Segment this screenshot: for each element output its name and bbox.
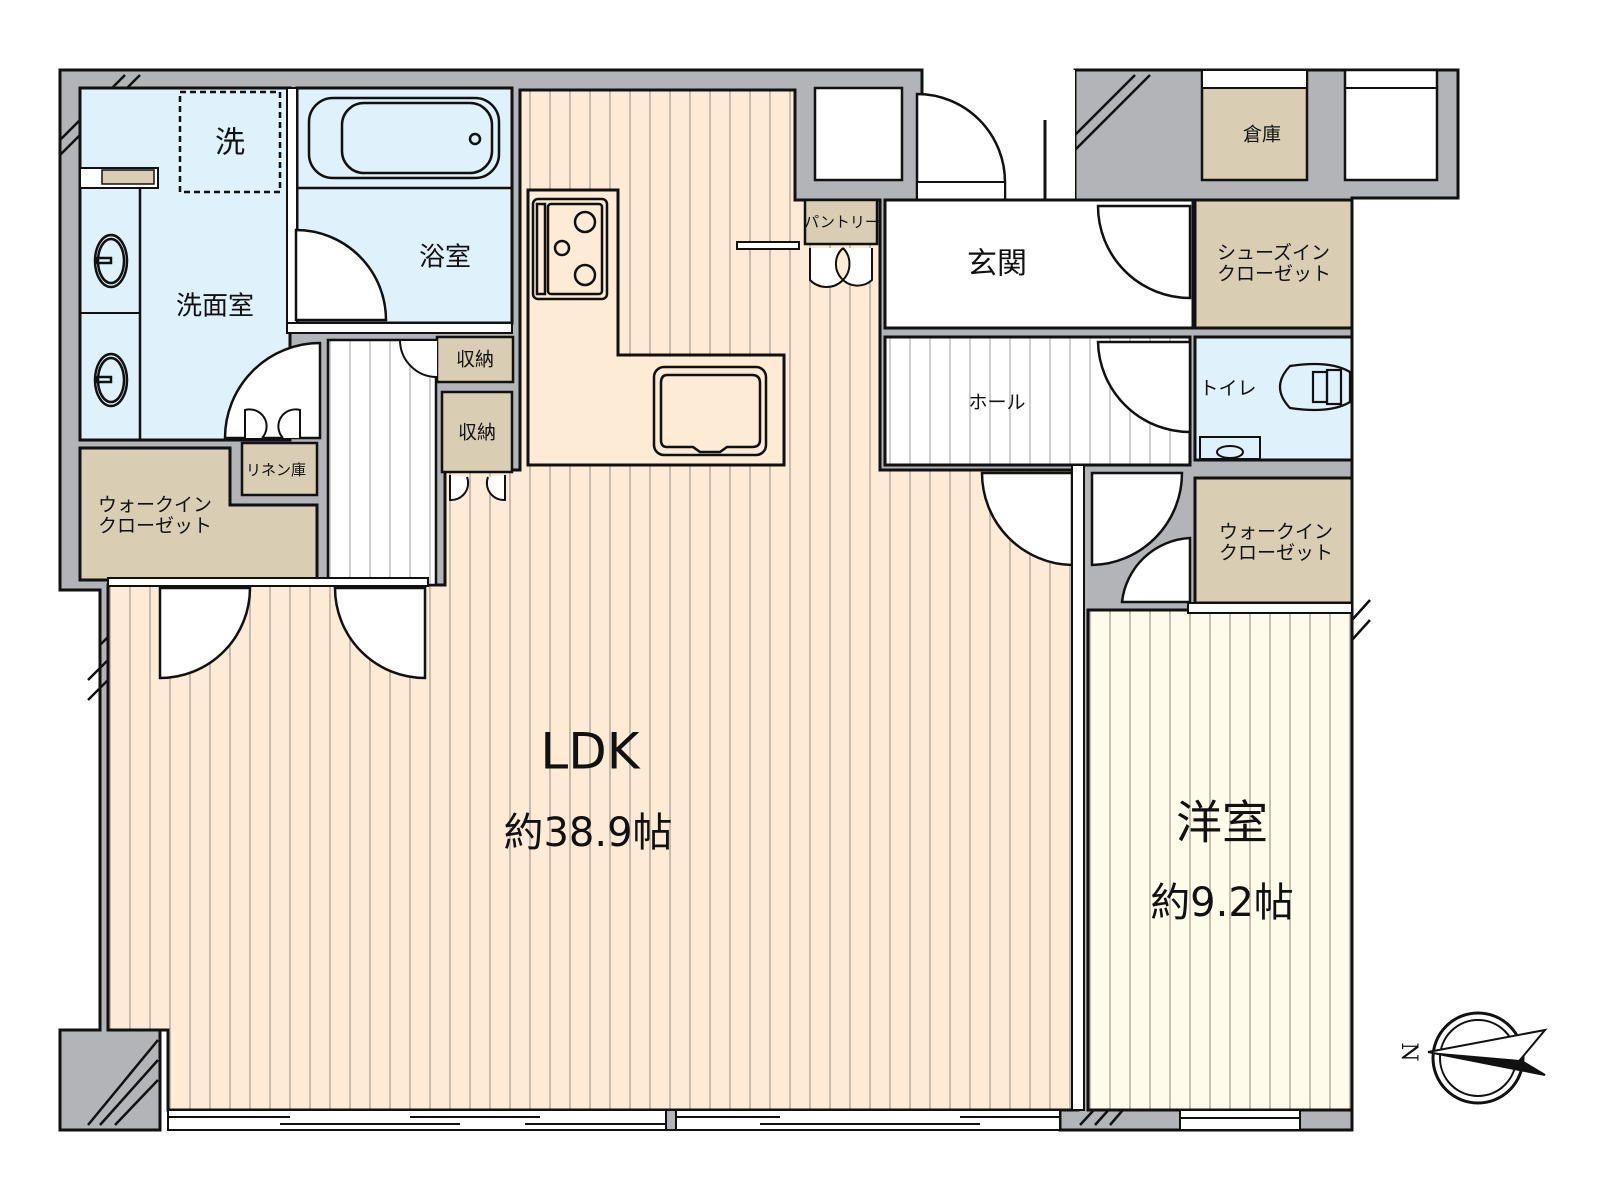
room-label-washer: 洗 [215,125,245,161]
kitchen-sink-icon [652,365,768,457]
room-label-storage-2: 収納 [457,421,497,444]
compass-label: N [1396,1042,1422,1062]
room-area-ldk: 約38.9帖 [503,810,673,856]
bath-door[interactable] [294,228,388,322]
toilet-icon [1278,362,1352,412]
linen-closet [240,441,319,497]
western-room-door[interactable] [1090,471,1184,567]
toilet-door[interactable] [1096,340,1192,434]
shoes-in-closet [1193,198,1354,330]
bathtub-icon [307,96,501,180]
shoes-closet-door[interactable] [1096,204,1192,300]
room-label-hall: ホール [968,391,1026,414]
room-label-shoes-closet: シューズイン クローゼット [1216,242,1332,285]
room-label-linen: リネン庫 [245,460,307,479]
window-sash [167,1109,1301,1131]
storage-2 [440,390,514,474]
room-label-western: 洋室 [1176,795,1268,850]
washing-machine-space [178,90,282,194]
duct-space [813,86,904,182]
room-label-wic-right: ウォークイン クローゼット [1218,521,1334,564]
ldk-right-door[interactable] [333,586,427,680]
room-label-pantry: パントリー [804,212,880,231]
meter-box [1343,68,1439,182]
storage-1 [435,335,515,384]
room-label-toilet: トイレ [1199,377,1257,400]
ldk-hall-door[interactable] [980,471,1074,567]
wash-basin-icon [93,233,129,408]
room-label-wic-left: ウォークイン クローゼット [97,494,213,537]
room-area-western: 約9.2帖 [1150,880,1294,926]
walk-in-closet-right [1193,476,1354,605]
inner-corridor [326,338,438,587]
walk-in-closet-left [78,446,319,582]
room-label-storage-1: 収納 [455,348,495,371]
room-label-entrance: 玄関 [967,246,1027,282]
room-label-ldk: LDK [540,722,640,781]
western-floor [1086,608,1354,1112]
room-label-washroom: 洗面室 [175,291,255,322]
stove-icon [531,197,609,301]
ldk-left-door[interactable] [158,586,252,680]
north-arrow-icon [1427,1011,1548,1105]
hand-basin-icon [1216,445,1244,459]
kitchen-counter [526,188,786,467]
pantry [803,198,879,246]
wic-right-door[interactable] [1120,536,1192,604]
room-label-bath: 浴室 [418,242,472,273]
room-label-warehouse: 倉庫 [1242,123,1282,146]
